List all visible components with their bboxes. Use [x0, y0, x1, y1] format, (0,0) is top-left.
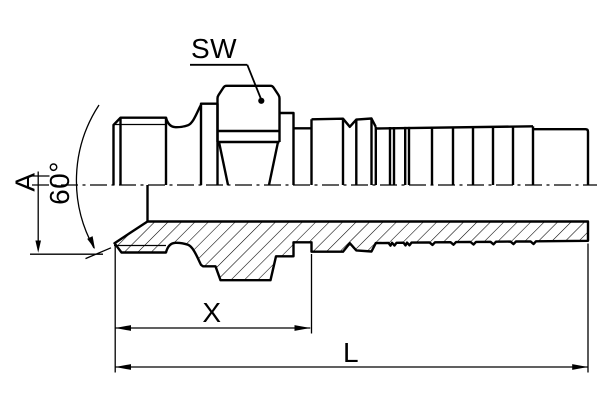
- hex-right-corner-slant: [267, 141, 280, 186]
- dimension-l: L: [114, 243, 589, 373]
- hex-left-corner-slant: [217, 141, 230, 186]
- cone-angle-dimension: 60°: [44, 104, 112, 260]
- tail-end-cap: [533, 127, 590, 185]
- relief-groove: [164, 104, 202, 129]
- collar-left: [199, 102, 219, 185]
- cone-extension-line: [85, 247, 112, 260]
- a-arrowhead: [35, 240, 41, 253]
- sw-leader-dot: [258, 97, 265, 104]
- angle-arc-arrowhead: [87, 236, 95, 250]
- sw-label: SW: [191, 33, 237, 64]
- dimension-a: A: [10, 171, 103, 255]
- sw-callout: SW: [190, 33, 265, 104]
- l-arrowhead-right: [572, 364, 588, 370]
- l-label: L: [343, 337, 359, 368]
- hex-body: [216, 84, 281, 131]
- x-label: X: [202, 297, 221, 328]
- barb-top-line: [375, 125, 534, 130]
- sw-leader-line: [246, 64, 262, 99]
- lower-section: [113, 220, 590, 282]
- x-arrowhead-right: [294, 325, 311, 331]
- collar-right: [279, 111, 295, 185]
- angle-label: 60°: [44, 161, 75, 205]
- l-arrowhead-left: [115, 364, 131, 370]
- x-arrowhead-left: [115, 325, 131, 331]
- dimension-x: X: [115, 254, 313, 334]
- a-label: A: [10, 172, 41, 191]
- angle-arc: [75, 104, 100, 249]
- section-body: [113, 220, 590, 282]
- upper-profile: [112, 84, 590, 222]
